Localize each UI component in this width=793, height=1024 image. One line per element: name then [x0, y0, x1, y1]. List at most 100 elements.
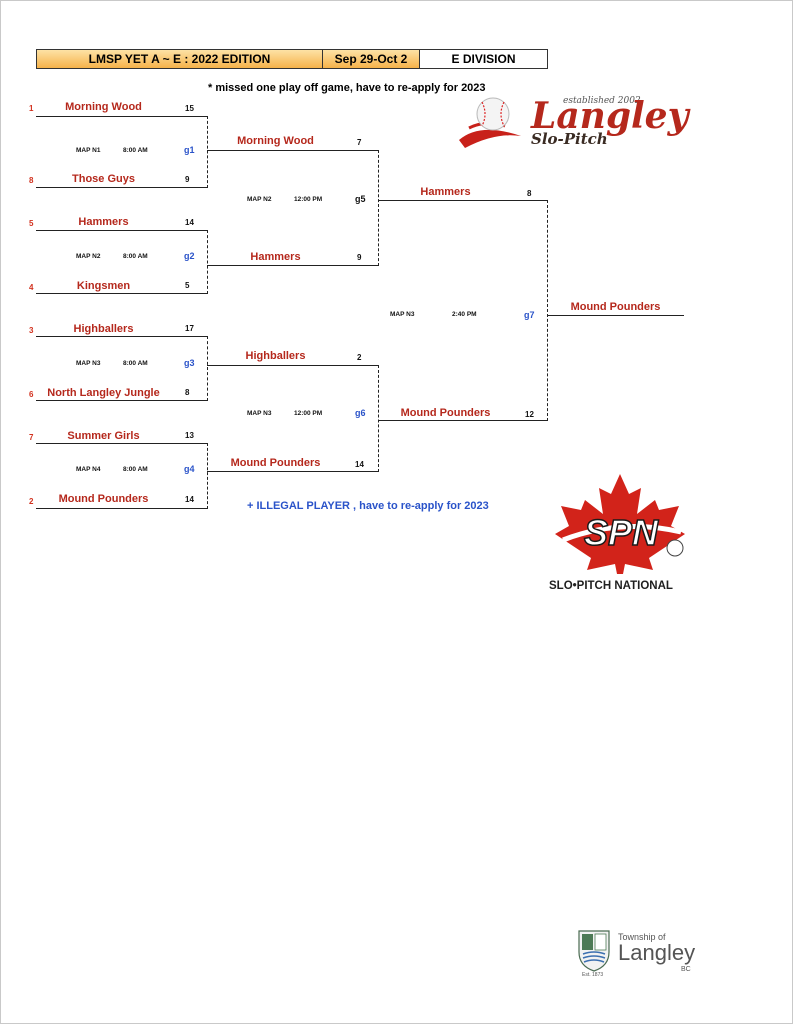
team-r2-hammers: Hammers	[250, 251, 301, 263]
township-of-langley-logo: Est. 1873 Township of Langley BC	[576, 926, 701, 982]
team-r1-hammers: Hammers	[78, 216, 129, 228]
score-r1-3: 14	[185, 218, 194, 227]
spn-mark: SPN	[583, 511, 659, 554]
g4-field: MAP N4	[76, 466, 101, 473]
team-r1-mound-pounders: Mound Pounders	[58, 493, 149, 505]
seed-7: 7	[29, 433, 34, 442]
line-r2-4	[207, 471, 378, 472]
township-est: Est. 1873	[582, 972, 604, 978]
connector-g2	[207, 230, 209, 294]
g7-field: MAP N3	[390, 311, 415, 318]
g2-id: g2	[184, 251, 195, 261]
line-r2-3	[207, 365, 378, 366]
connector-g3	[207, 336, 209, 401]
g1-id: g1	[184, 145, 195, 155]
seed-2: 2	[29, 497, 34, 506]
team-r1-north-langley-jungle: North Langley Jungle	[47, 387, 160, 399]
score-r1-5: 17	[185, 324, 194, 333]
score-r2-3: 2	[357, 353, 362, 362]
connector-g1	[207, 116, 209, 188]
line-r1-6	[36, 400, 207, 401]
team-r3-hammers: Hammers	[420, 186, 471, 198]
connector-g6	[378, 365, 380, 472]
g7-id: g7	[524, 310, 535, 320]
team-r2-morning-wood: Morning Wood	[237, 135, 314, 147]
g6-field: MAP N3	[247, 410, 272, 417]
line-r1-8	[36, 508, 207, 509]
township-line1: Township of	[618, 932, 666, 942]
g5-id: g5	[355, 194, 366, 204]
langley-established: established 2002	[563, 96, 641, 106]
score-r1-6: 8	[185, 388, 190, 397]
g5-time: 12:00 PM	[294, 196, 323, 203]
connector-g5	[378, 150, 380, 266]
line-r2-2	[207, 265, 378, 266]
baseball-icon	[459, 97, 521, 148]
note-illegal-player: + ILLEGAL PLAYER , have to re-apply for …	[247, 500, 489, 512]
line-r1-5	[36, 336, 207, 337]
langley-slo-pitch-logo: established 2002 Langley Slo-Pitch	[455, 92, 690, 154]
score-r1-8: 14	[185, 495, 194, 504]
team-r3-mound-pounders: Mound Pounders	[400, 407, 491, 419]
score-r2-1: 7	[357, 138, 362, 147]
maple-leaf-icon	[555, 474, 685, 574]
score-r1-7: 13	[185, 431, 194, 440]
spn-logo: SPN SLO•PITCH NATIONAL	[545, 470, 695, 598]
score-r3-2: 12	[525, 410, 534, 419]
g5-field: MAP N2	[247, 196, 272, 203]
township-line3: BC	[681, 966, 691, 973]
seed-3: 3	[29, 326, 34, 335]
score-r1-4: 5	[185, 281, 190, 290]
g4-time: 8:00 AM	[123, 466, 148, 473]
connector-g4	[207, 443, 209, 509]
line-r1-1	[36, 116, 207, 117]
connector-g7	[547, 200, 549, 421]
score-r2-2: 9	[357, 253, 362, 262]
line-r1-2	[36, 187, 207, 188]
line-r1-4	[36, 293, 207, 294]
seed-1: 1	[29, 104, 34, 113]
team-r2-highballers: Highballers	[245, 350, 306, 362]
line-r1-7	[36, 443, 207, 444]
score-r3-1: 8	[527, 189, 532, 198]
line-r3-2	[378, 420, 547, 421]
note-missed-game: * missed one play off game, have to re-a…	[208, 82, 486, 94]
score-r1-2: 9	[185, 175, 190, 184]
event-dates: Sep 29-Oct 2	[322, 49, 420, 69]
line-r2-1	[207, 150, 378, 151]
team-r1-morning-wood: Morning Wood	[65, 101, 142, 113]
g6-id: g6	[355, 408, 366, 418]
g6-time: 12:00 PM	[294, 410, 323, 417]
team-r1-summer-girls: Summer Girls	[67, 430, 140, 442]
g4-id: g4	[184, 464, 195, 474]
event-title: LMSP YET A ~ E : 2022 EDITION	[36, 49, 323, 69]
score-r2-4: 14	[355, 460, 364, 469]
line-champion	[547, 315, 684, 316]
score-r1-1: 15	[185, 104, 194, 113]
seed-4: 4	[29, 283, 34, 292]
langley-name: Langley	[531, 95, 689, 137]
division-label: E DIVISION	[419, 49, 548, 69]
team-r1-highballers: Highballers	[73, 323, 134, 335]
g3-time: 8:00 AM	[123, 360, 148, 367]
line-r3-1	[378, 200, 547, 201]
g2-time: 8:00 AM	[123, 253, 148, 260]
team-r2-mound-pounders: Mound Pounders	[230, 457, 321, 469]
team-r1-those-guys: Those Guys	[72, 173, 135, 185]
champion-team: Mound Pounders	[570, 301, 661, 313]
line-r1-3	[36, 230, 207, 231]
g3-field: MAP N3	[76, 360, 101, 367]
seed-8: 8	[29, 176, 34, 185]
spn-caption: SLO•PITCH NATIONAL	[549, 580, 673, 592]
g1-time: 8:00 AM	[123, 147, 148, 154]
g3-id: g3	[184, 358, 195, 368]
g2-field: MAP N2	[76, 253, 101, 260]
langley-sub: Slo-Pitch	[531, 130, 608, 148]
g7-time: 2:40 PM	[452, 311, 477, 318]
township-line2: Langley	[618, 940, 696, 965]
seed-6: 6	[29, 390, 34, 399]
seed-5: 5	[29, 219, 34, 228]
g1-field: MAP N1	[76, 147, 101, 154]
team-r1-kingsmen: Kingsmen	[76, 280, 131, 292]
township-crest-icon	[578, 930, 610, 972]
